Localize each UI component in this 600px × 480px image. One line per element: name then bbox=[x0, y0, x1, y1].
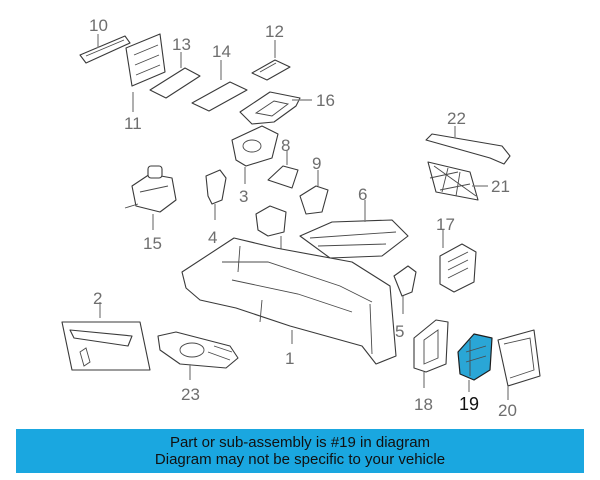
callout-8: 8 bbox=[281, 136, 290, 155]
callout-15: 15 bbox=[143, 234, 162, 253]
callout-19: 19 bbox=[459, 394, 479, 414]
part-11-bracket-panel[interactable] bbox=[125, 33, 166, 87]
part-21-mesh-panel[interactable] bbox=[427, 161, 479, 201]
part-14-mat[interactable] bbox=[191, 81, 248, 112]
part-2-storage-tray[interactable] bbox=[61, 321, 151, 371]
callout-14: 14 bbox=[212, 42, 231, 61]
part-1-console-body[interactable] bbox=[181, 237, 397, 365]
callout-16: 16 bbox=[316, 91, 335, 110]
callout-12: 12 bbox=[265, 22, 284, 41]
callout-23: 23 bbox=[181, 385, 200, 404]
callout-11: 11 bbox=[124, 114, 142, 133]
callout-2: 2 bbox=[93, 289, 102, 308]
part-22-sill-trim[interactable] bbox=[425, 133, 511, 165]
part-12-small-tray[interactable] bbox=[251, 59, 291, 81]
banner-line-1: Part or sub-assembly is #19 in diagram bbox=[169, 434, 431, 451]
part-3-cup-holder[interactable] bbox=[231, 125, 279, 167]
callout-10: 10 bbox=[89, 16, 108, 35]
callout-9: 9 bbox=[312, 154, 321, 173]
part-17-rear-vent[interactable] bbox=[439, 243, 477, 293]
part-18-end-cap[interactable] bbox=[413, 319, 449, 373]
callout-21: 21 bbox=[491, 177, 510, 196]
part-15-shifter[interactable] bbox=[124, 165, 177, 213]
part-20-side-panel[interactable] bbox=[497, 329, 541, 387]
callout-20: 20 bbox=[498, 401, 517, 420]
part-7-switch[interactable] bbox=[255, 205, 287, 237]
callout-3: 3 bbox=[239, 187, 248, 206]
part-13-pad[interactable] bbox=[149, 67, 201, 99]
info-banner: Part or sub-assembly is #19 in diagram D… bbox=[16, 429, 584, 473]
callout-1: 1 bbox=[285, 349, 294, 368]
part-10-trim-strip[interactable] bbox=[79, 35, 131, 64]
part-4-latch[interactable] bbox=[205, 169, 227, 205]
banner-line-2: Diagram may not be specific to your vehi… bbox=[154, 451, 446, 468]
callout-6: 6 bbox=[358, 185, 367, 204]
part-9-bracket[interactable] bbox=[299, 185, 329, 215]
callout-22: 22 bbox=[447, 109, 466, 128]
callout-5: 5 bbox=[395, 322, 404, 341]
callout-18: 18 bbox=[414, 395, 433, 414]
part-5-small-bracket[interactable] bbox=[393, 265, 417, 297]
part-23-mechanism[interactable] bbox=[157, 331, 239, 369]
callout-13: 13 bbox=[172, 35, 191, 54]
part-16-cover-plate[interactable] bbox=[239, 91, 301, 125]
callout-17: 17 bbox=[436, 215, 455, 234]
parts-diagram: 10 11 13 14 12 16 3 8 bbox=[61, 16, 541, 420]
part-8-clip[interactable] bbox=[267, 165, 299, 189]
part-19-highlighted-part[interactable] bbox=[457, 333, 493, 381]
callout-4: 4 bbox=[208, 228, 217, 247]
part-6-lid[interactable] bbox=[299, 219, 409, 259]
